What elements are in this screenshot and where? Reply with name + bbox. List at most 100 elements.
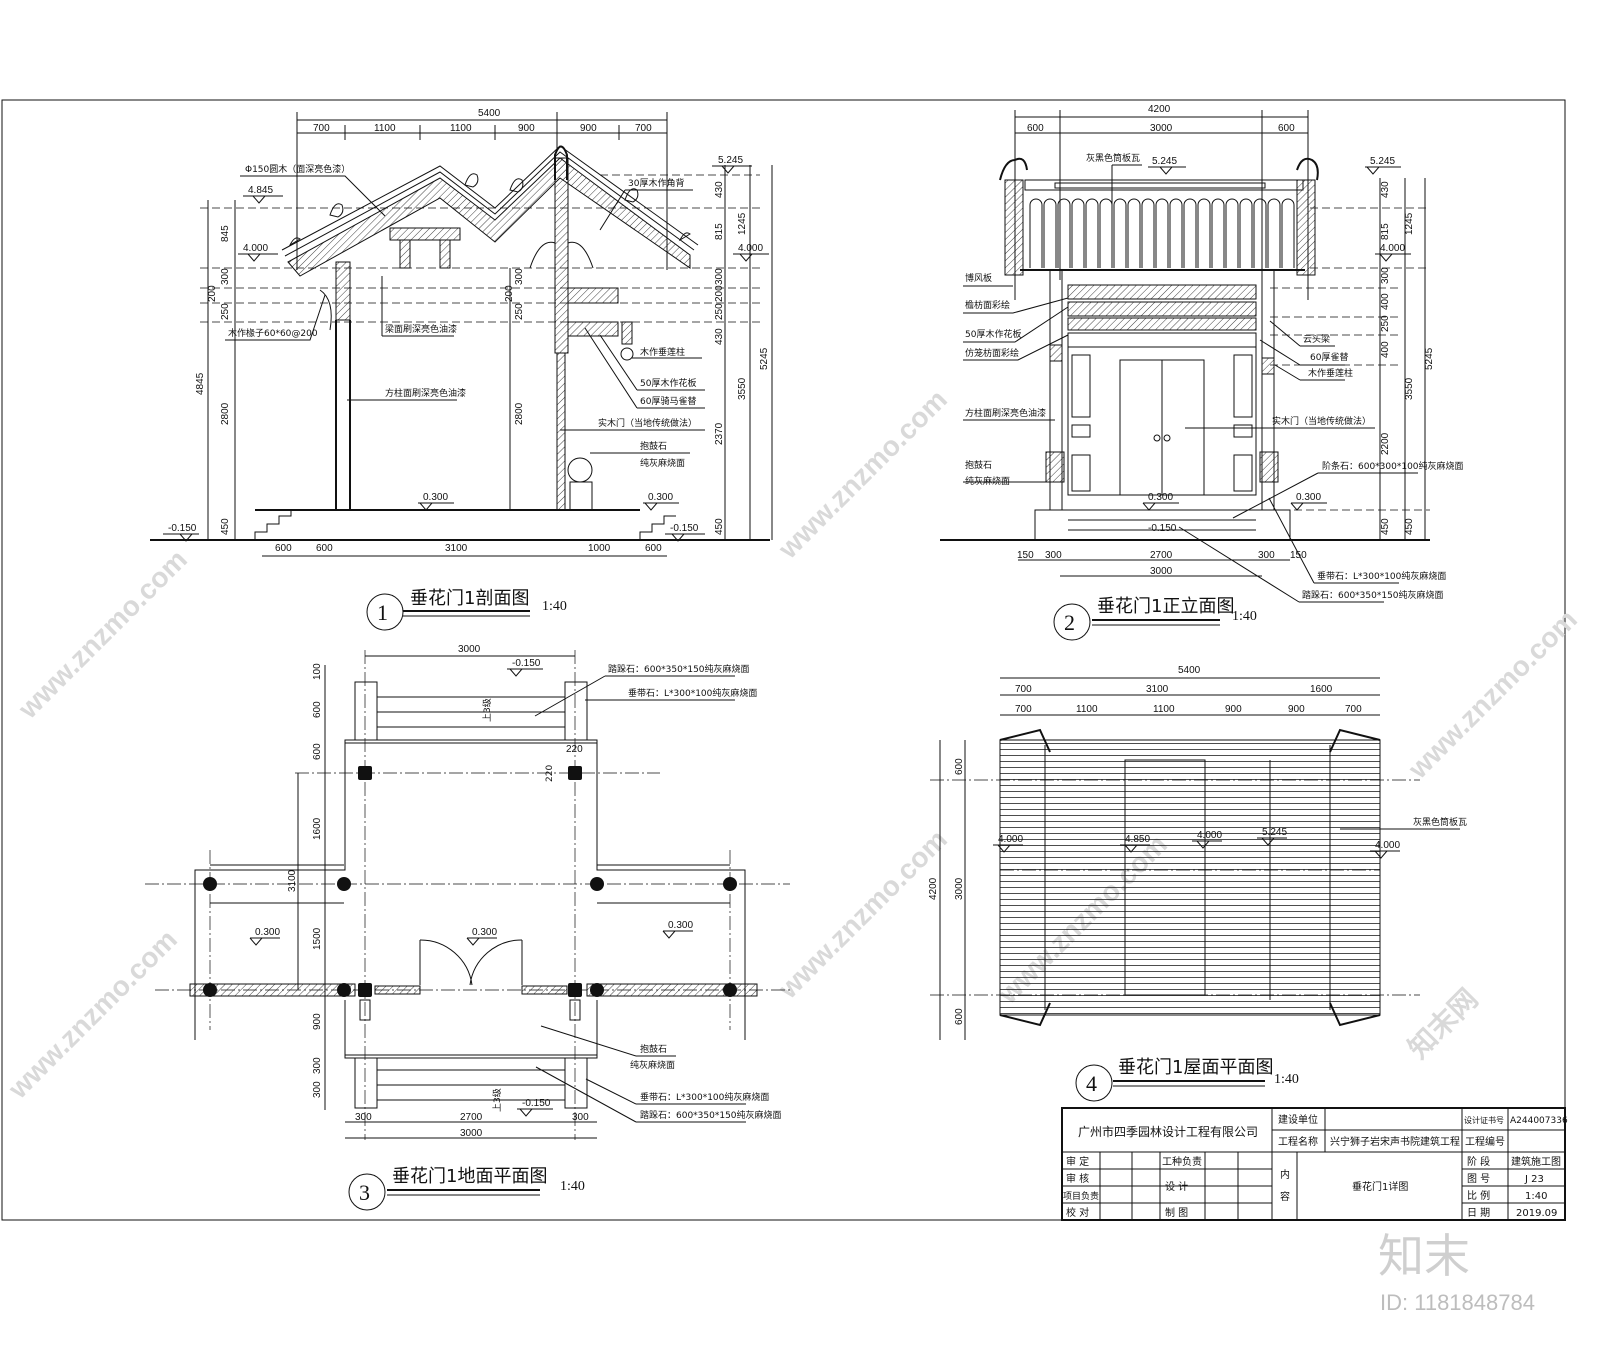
svg-text:0.300: 0.300 (1296, 492, 1321, 503)
svg-text:上3级: 上3级 (481, 698, 493, 722)
svg-text:450: 450 (1380, 518, 1391, 535)
svg-text:审 定: 审 定 (1066, 1155, 1089, 1168)
svg-text:700: 700 (1015, 704, 1032, 715)
roof-tile (1141, 198, 1155, 268)
svg-text:220: 220 (566, 744, 583, 755)
svg-text:600: 600 (312, 743, 323, 760)
roof-tile (1043, 198, 1057, 268)
svg-text:430: 430 (1380, 181, 1391, 198)
svg-text:4.000: 4.000 (1380, 243, 1405, 254)
svg-text:430: 430 (714, 181, 725, 198)
square-post (358, 983, 372, 997)
roof-tile (1085, 198, 1099, 268)
roof-tile (1169, 198, 1183, 268)
svg-text:1:40: 1:40 (1274, 1072, 1299, 1087)
svg-text:900: 900 (1288, 704, 1305, 715)
svg-text:3550: 3550 (737, 377, 748, 400)
svg-text:600: 600 (954, 1008, 965, 1025)
svg-text:250: 250 (1380, 315, 1391, 332)
svg-text:4.000: 4.000 (738, 243, 763, 254)
svg-text:容: 容 (1280, 1190, 1290, 1203)
svg-text:400: 400 (1380, 341, 1391, 358)
roof-tile (1211, 198, 1225, 268)
svg-text:450: 450 (714, 518, 725, 535)
svg-text:3000: 3000 (458, 644, 481, 655)
watermark-text: www.znzmo.com (772, 384, 953, 565)
carved-beam (1067, 284, 1257, 300)
carved-beam (1067, 317, 1257, 331)
svg-text:2700: 2700 (1150, 550, 1173, 561)
watermark-logo: 知末网 (1402, 982, 1484, 1064)
post-section (335, 261, 351, 321)
svg-text:4.845: 4.845 (248, 185, 273, 196)
svg-text:845: 845 (220, 225, 231, 242)
roof-tile (1239, 198, 1253, 268)
drawing-content: 垂花门1详图 (1352, 1180, 1408, 1193)
svg-text:5245: 5245 (1424, 347, 1435, 370)
sheet-border (1, 99, 1566, 1221)
svg-text:1245: 1245 (1404, 212, 1415, 235)
svg-text:垂花门1屋面平面图: 垂花门1屋面平面图 (1118, 1057, 1273, 1078)
svg-text:内: 内 (1280, 1168, 1290, 1181)
svg-text:垂带石：L*300*100纯灰麻烧面: 垂带石：L*300*100纯灰麻烧面 (628, 687, 757, 699)
svg-text:300: 300 (355, 1112, 372, 1123)
svg-text:900: 900 (580, 123, 597, 134)
svg-text:设计证书号: 设计证书号 (1464, 1115, 1504, 1125)
svg-text:450: 450 (220, 518, 231, 535)
watermark-text: www.znzmo.com (2, 924, 183, 1105)
svg-text:700: 700 (1345, 704, 1362, 715)
svg-text:1000: 1000 (588, 543, 611, 554)
svg-text:300: 300 (1380, 267, 1391, 284)
svg-text:1:40: 1:40 (560, 1179, 585, 1194)
svg-text:0.300: 0.300 (255, 927, 280, 938)
svg-text:300: 300 (1258, 550, 1275, 561)
roof-tile (1267, 198, 1281, 268)
square-post (568, 766, 582, 780)
view3-ground-plan: 3000 -0.150 上3级 220 220 (145, 644, 790, 1211)
roof-tile (1253, 198, 1267, 268)
view-number: 1 (377, 600, 388, 625)
svg-text:垂带石：L*300*100纯灰麻烧面: 垂带石：L*300*100纯灰麻烧面 (640, 1091, 769, 1103)
svg-text:0.300: 0.300 (648, 492, 673, 503)
round-posts (203, 877, 737, 997)
drum-stone (567, 457, 593, 483)
svg-text:1100: 1100 (1153, 704, 1175, 715)
project-name: 兴宁狮子岩宋声书院建筑工程 (1330, 1135, 1460, 1148)
svg-text:阶条石：600*300*100纯灰麻烧面: 阶条石：600*300*100纯灰麻烧面 (1322, 460, 1464, 472)
svg-text:60厚骑马雀替: 60厚骑马雀替 (640, 395, 696, 407)
svg-text:垂花门1正立面图: 垂花门1正立面图 (1097, 596, 1234, 617)
svg-text:4.000: 4.000 (1197, 830, 1222, 841)
post-section (556, 352, 566, 511)
dim-text: 5400 (478, 108, 501, 119)
svg-text:2700: 2700 (460, 1112, 483, 1123)
view4-roof-plan: 5400 700 3100 1600 700 1100 1100 900 900… (928, 665, 1467, 1102)
svg-text:J 23: J 23 (1524, 1174, 1544, 1185)
svg-text:踏跺石：600*350*150纯灰麻烧面: 踏跺石：600*350*150纯灰麻烧面 (608, 663, 750, 675)
svg-text:图 号: 图 号 (1467, 1173, 1490, 1185)
svg-text:0.300: 0.300 (1148, 492, 1173, 503)
svg-text:2800: 2800 (514, 402, 525, 425)
svg-text:-0.150: -0.150 (168, 523, 197, 534)
svg-text:50厚木作花板: 50厚木作花板 (640, 377, 696, 389)
svg-text:1600: 1600 (312, 817, 323, 840)
watermark-text: www.znzmo.com (12, 544, 193, 725)
svg-text:5245: 5245 (759, 347, 770, 370)
svg-text:方柱面刷深亮色油漆: 方柱面刷深亮色油漆 (965, 407, 1046, 419)
svg-text:3: 3 (359, 1180, 370, 1205)
image-id: ID: 1181848784 (1380, 1290, 1535, 1315)
svg-text:2200: 2200 (1380, 432, 1391, 455)
svg-text:600: 600 (316, 543, 333, 554)
svg-text:阶 段: 阶 段 (1467, 1155, 1490, 1168)
roof-tile (1113, 198, 1127, 268)
svg-text:制 图: 制 图 (1165, 1206, 1188, 1219)
svg-text:250: 250 (514, 303, 525, 320)
svg-text:5.245: 5.245 (1262, 827, 1287, 838)
svg-text:1:40: 1:40 (1232, 609, 1257, 624)
svg-text:600: 600 (312, 701, 323, 718)
svg-text:2800: 2800 (220, 402, 231, 425)
svg-text:0.300: 0.300 (472, 927, 497, 938)
svg-text:A244007336: A244007336 (1510, 1116, 1568, 1126)
roof-tile (1029, 198, 1043, 268)
svg-text:900: 900 (312, 1013, 323, 1030)
svg-text:垂带石：L*300*100纯灰麻烧面: 垂带石：L*300*100纯灰麻烧面 (1317, 570, 1446, 582)
